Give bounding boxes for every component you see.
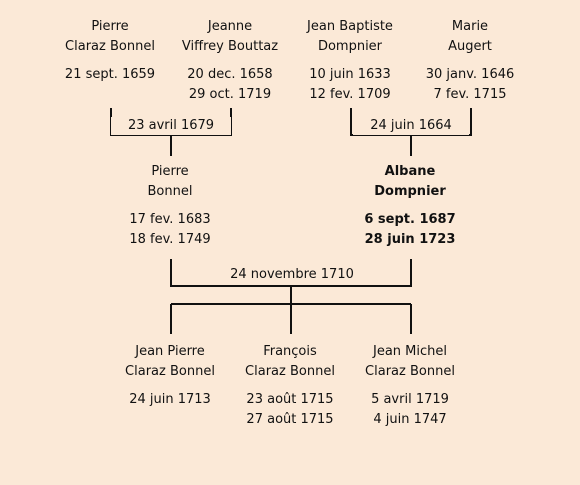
death-date: 27 août 1715 xyxy=(246,412,334,427)
person-surname: Augert xyxy=(448,39,492,54)
death-date: 12 fev. 1709 xyxy=(309,87,391,102)
birth-date: 24 juin 1713 xyxy=(129,392,211,407)
person-first-name: Jean Baptiste xyxy=(307,19,393,34)
death-date: 4 juin 1747 xyxy=(373,412,447,427)
person-surname: Claraz Bonnel xyxy=(125,364,215,379)
marriage-date-label: 23 avril 1679 xyxy=(111,117,231,135)
person-dates: 17 fev. 1683 18 fev. 1749 xyxy=(105,210,235,250)
person-jean-pierre-claraz-bonnel[interactable]: Jean Pierre Claraz Bonnel 24 juin 1713 xyxy=(105,342,235,410)
birth-date: 5 avril 1719 xyxy=(371,392,449,407)
marriage-date-label: 24 novembre 1710 xyxy=(214,266,370,284)
birth-date: 30 janv. 1646 xyxy=(425,67,515,82)
person-first-name: Jeanne xyxy=(207,19,253,34)
birth-date: 17 fev. 1683 xyxy=(129,212,211,227)
person-pierre-claraz-bonnel[interactable]: Pierre Claraz Bonnel 21 sept. 1659 xyxy=(45,17,175,85)
person-first-name: Albane xyxy=(384,164,436,179)
person-surname: Dompnier xyxy=(374,184,446,199)
death-date: 7 fev. 1715 xyxy=(433,87,507,102)
person-dates: 30 janv. 1646 7 fev. 1715 xyxy=(405,65,535,105)
person-first-name: Marie xyxy=(451,19,489,34)
birth-date: 23 août 1715 xyxy=(246,392,334,407)
birth-date: 6 sept. 1687 xyxy=(364,212,456,227)
birth-date: 21 sept. 1659 xyxy=(64,67,156,82)
person-surname: Claraz Bonnel xyxy=(65,39,155,54)
person-dates: 24 juin 1713 xyxy=(105,390,235,410)
death-date: 28 juin 1723 xyxy=(364,232,456,247)
birth-date: 10 juin 1633 xyxy=(309,67,391,82)
person-first-name: Jean Michel xyxy=(373,344,447,359)
person-dates: 21 sept. 1659 xyxy=(45,65,175,85)
person-jean-baptiste-dompnier[interactable]: Jean Baptiste Dompnier 10 juin 1633 12 f… xyxy=(285,17,415,105)
person-albane-dompnier[interactable]: Albane Dompnier 6 sept. 1687 28 juin 172… xyxy=(345,162,475,250)
person-dates: 20 dec. 1658 29 oct. 1719 xyxy=(165,65,295,105)
death-date: 29 oct. 1719 xyxy=(188,87,272,102)
person-dates: 6 sept. 1687 28 juin 1723 xyxy=(345,210,475,250)
person-jean-michel-claraz-bonnel[interactable]: Jean Michel Claraz Bonnel 5 avril 1719 4… xyxy=(345,342,475,430)
person-dates: 5 avril 1719 4 juin 1747 xyxy=(345,390,475,430)
person-surname: Bonnel xyxy=(147,184,193,199)
person-surname: Claraz Bonnel xyxy=(365,364,455,379)
person-surname: Viffrey Bouttaz xyxy=(181,39,279,54)
person-surname: Claraz Bonnel xyxy=(245,364,335,379)
birth-date: 20 dec. 1658 xyxy=(187,67,273,82)
death-date: 18 fev. 1749 xyxy=(129,232,211,247)
person-dates: 10 juin 1633 12 fev. 1709 xyxy=(285,65,415,105)
person-marie-augert[interactable]: Marie Augert 30 janv. 1646 7 fev. 1715 xyxy=(405,17,535,105)
person-francois-claraz-bonnel[interactable]: François Claraz Bonnel 23 août 1715 27 a… xyxy=(225,342,355,430)
person-jeanne-viffrey-bouttaz[interactable]: Jeanne Viffrey Bouttaz 20 dec. 1658 29 o… xyxy=(165,17,295,105)
person-surname: Dompnier xyxy=(317,39,383,54)
person-first-name: Pierre xyxy=(91,19,129,34)
person-first-name: Pierre xyxy=(151,164,189,179)
marriage-date-label: 24 juin 1664 xyxy=(353,117,469,135)
person-pierre-bonnel[interactable]: Pierre Bonnel 17 fev. 1683 18 fev. 1749 xyxy=(105,162,235,250)
person-dates: 23 août 1715 27 août 1715 xyxy=(225,390,355,430)
person-first-name: Jean Pierre xyxy=(135,344,205,359)
person-first-name: François xyxy=(263,344,317,359)
